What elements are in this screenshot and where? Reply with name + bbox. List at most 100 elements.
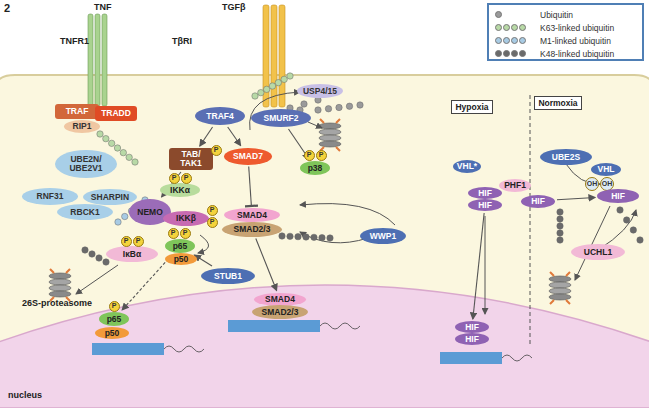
ubiquitin <box>623 217 629 223</box>
receptor <box>88 14 93 106</box>
proteasome <box>319 119 341 151</box>
protein-shape: TAB/ TAK1 <box>169 148 213 170</box>
diagram-label: TβRI <box>172 36 192 46</box>
ubiquitin <box>89 251 95 257</box>
node-text: P <box>214 146 219 153</box>
dna <box>440 352 502 364</box>
ubiquitin <box>269 83 275 89</box>
node-text: p65 <box>107 315 122 324</box>
ubiquitin <box>275 79 281 85</box>
dna <box>92 343 164 355</box>
node-text: RIP1 <box>73 122 92 131</box>
protein-shape: IκBα <box>106 246 158 262</box>
legend-row: M1-linked ubiquitin <box>489 34 642 47</box>
node-text: p65 <box>173 242 188 251</box>
phospho-badge: P <box>304 150 315 161</box>
ubiquitin <box>108 140 114 146</box>
node-text: HIF <box>478 189 492 198</box>
protein-shape: IKKβ <box>163 211 209 226</box>
ubiquitin <box>346 103 352 109</box>
protein-shape: HIF <box>597 189 639 203</box>
legend-swatch <box>495 50 535 57</box>
protein-shape: p50 <box>165 253 197 265</box>
activation-arrow <box>200 127 213 146</box>
ubiquitin <box>103 135 109 141</box>
node-text: P <box>136 237 141 244</box>
node-text: p50 <box>105 329 120 338</box>
node-text: P <box>210 218 215 225</box>
node-text: P <box>172 174 177 181</box>
node-text: P <box>184 174 189 181</box>
protein-shape: TRAF4 <box>195 107 245 125</box>
node-text: P <box>307 151 312 158</box>
inhibition-arrow <box>249 167 252 207</box>
node-text: P <box>210 206 215 213</box>
protein-shape: SMAD4 <box>254 293 306 306</box>
node-text: SMAD2/3 <box>262 308 299 317</box>
node-text: HIF <box>531 197 545 206</box>
protein-shape: p65 <box>99 312 129 326</box>
node-text: IκBα <box>123 250 141 259</box>
legend-text: K63-linked ubiquitin <box>540 23 614 33</box>
protein-shape: SHARPIN <box>83 189 137 205</box>
protein-shape: p65 <box>165 239 195 253</box>
protein-shape: RIP1 <box>64 120 100 133</box>
protein-shape: RNF31 <box>22 188 78 205</box>
protein-shape: UBE2S <box>540 149 592 165</box>
ubiquitin <box>303 234 309 240</box>
protein-shape: p38 <box>300 161 330 175</box>
condition-box: Hypoxia <box>451 100 492 114</box>
node-text: VHL* <box>457 162 477 171</box>
diagram-label: TNFR1 <box>60 36 89 46</box>
protein-shape: UCHL1 <box>571 244 625 260</box>
ubiquitin <box>258 89 264 95</box>
node-text: RBCK1 <box>70 208 99 217</box>
node-text: Hypoxia <box>455 103 488 112</box>
protein-shape: HIF <box>521 195 555 208</box>
node-text: OH <box>587 180 598 187</box>
figure-number: 2 <box>4 2 10 14</box>
node-text: P <box>112 302 117 309</box>
protein-shape: IKKα <box>160 183 200 197</box>
node-text: TAB/ TAK1 <box>173 150 209 168</box>
activation-arrow <box>256 239 277 291</box>
ubiquitin <box>279 233 285 239</box>
ubiquitin <box>319 234 325 240</box>
node-text: SMAD7 <box>233 152 263 161</box>
arrow <box>485 216 486 314</box>
ubiquitin <box>132 159 138 165</box>
protein-shape: TRAF <box>55 104 99 119</box>
node-text: VHL <box>598 165 615 174</box>
arrow <box>198 235 209 253</box>
ubiquitin <box>557 230 563 236</box>
protein-shape: UBE2N/ UBE2V1 <box>55 150 117 178</box>
ubiquitin <box>96 255 102 261</box>
protein-shape: SMAD2/3 <box>252 305 308 319</box>
dna-helix <box>164 323 532 361</box>
phospho-badge: P <box>168 228 179 239</box>
diagram-label: TNF <box>94 2 112 12</box>
receptor <box>95 14 100 106</box>
ubiquitin <box>252 93 258 99</box>
arrow <box>308 122 322 128</box>
node-text: TRADD <box>101 109 131 118</box>
legend-text: M1-linked ubiquitin <box>540 36 611 46</box>
legend-row: K48-linked ubiquitin <box>489 47 642 60</box>
legend-text: K48-linked ubiquitin <box>540 49 614 59</box>
protein-shape: TRADD <box>95 106 137 121</box>
activation-arrow <box>228 127 241 146</box>
activation-arrow <box>194 255 212 266</box>
proteasome <box>49 269 71 301</box>
ubiquitin <box>327 235 333 241</box>
node-text: RNF31 <box>37 192 64 201</box>
node-text: SMURF2 <box>264 114 299 123</box>
legend-swatch <box>495 37 535 44</box>
ubiquitin <box>630 227 636 233</box>
hydroxyl-badge: OH <box>585 177 599 191</box>
condition-box: Normoxia <box>534 96 581 110</box>
ubiquitin <box>301 101 307 107</box>
node-text: HIF <box>465 323 479 332</box>
legend-row: Ubiquitin <box>489 8 642 21</box>
node-text: IKKα <box>170 186 190 195</box>
arrow <box>575 206 610 280</box>
